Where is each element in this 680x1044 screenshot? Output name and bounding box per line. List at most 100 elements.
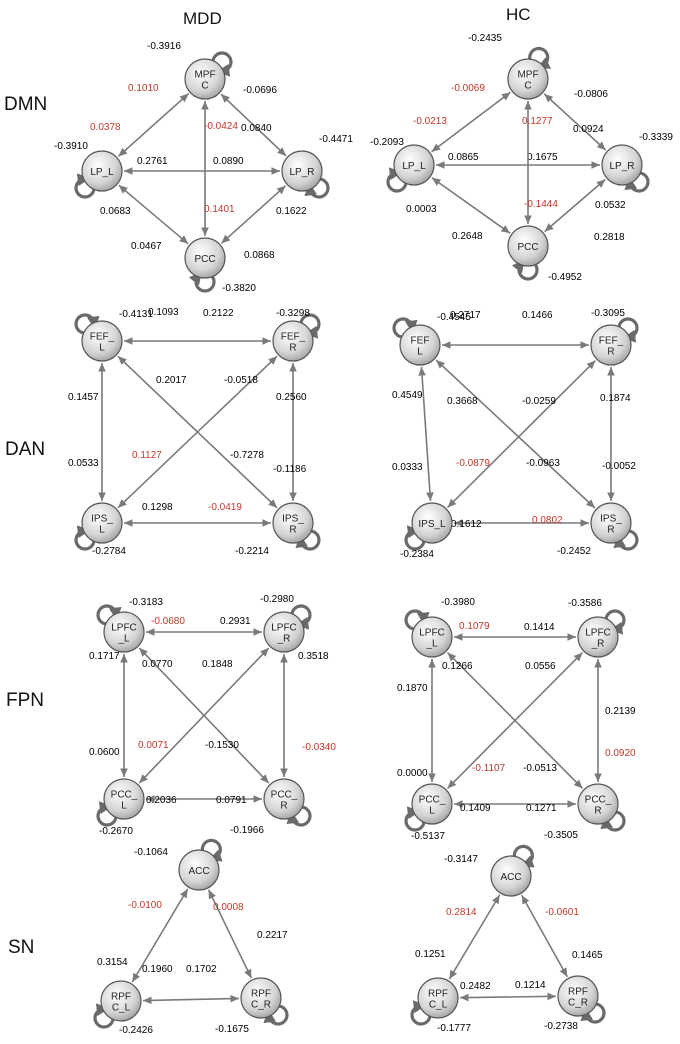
node-label: R xyxy=(607,525,614,536)
node-circle xyxy=(601,144,643,186)
edge-tr-bl xyxy=(138,647,270,784)
edge-weight-label: 0.1466 xyxy=(522,310,553,321)
edge-weight-label: 0.1622 xyxy=(276,206,307,217)
edge-weight-label: 0.1848 xyxy=(202,659,233,670)
edge-weight-label: 0.2017 xyxy=(156,375,187,386)
node-circle xyxy=(399,324,441,366)
edge-lpl-mpfc xyxy=(117,93,190,157)
node-circle xyxy=(81,150,123,192)
node-circle xyxy=(577,783,619,825)
node-label: LP_L xyxy=(402,161,426,172)
node-circle xyxy=(411,502,453,544)
node-label: IPS_ xyxy=(600,514,622,525)
self-loop-icon xyxy=(93,1003,115,1029)
node-label: RPF xyxy=(251,989,271,1000)
edge-weight-label: 0.1093 xyxy=(148,307,179,318)
edge-lpl-mpfc xyxy=(431,91,511,153)
node-label: R xyxy=(289,525,296,536)
group-title-hc: HC xyxy=(506,5,531,24)
self-loop-icon xyxy=(200,838,223,862)
edge-weight-label: 0.0865 xyxy=(448,152,479,163)
edge-weight-label: 0.1266 xyxy=(442,661,473,672)
node-br: PCC_R-0.3505 xyxy=(544,783,626,841)
edge-lpl-pcc xyxy=(118,184,189,245)
edge-weight-label: -0.0213 xyxy=(413,116,447,127)
node-label: R xyxy=(280,801,287,812)
self-weight-label: -0.1064 xyxy=(134,847,168,858)
edge-weight-label: 0.1298 xyxy=(142,502,173,513)
self-loop-icon xyxy=(96,604,122,626)
edge-weight-label: 0.2139 xyxy=(605,706,636,717)
node-circle xyxy=(81,320,123,362)
node-br: IPS_R-0.2214 xyxy=(235,502,321,557)
node-label: PCC xyxy=(517,242,538,253)
self-weight-label: -0.2452 xyxy=(557,546,591,557)
self-weight-label: -0.2980 xyxy=(260,594,294,605)
node-circle xyxy=(100,980,142,1022)
node-label: FEF_ xyxy=(599,336,624,347)
edge-weight-label: -0.0879 xyxy=(456,458,490,469)
self-loop-icon xyxy=(304,177,330,199)
self-loop-icon xyxy=(74,313,100,335)
node-label: PCC_ xyxy=(585,795,612,806)
node-label: C_L xyxy=(112,1003,131,1014)
edge-weight-label: 0.1717 xyxy=(89,651,120,662)
edge-weight-label: 0.0791 xyxy=(216,795,247,806)
node-pcc: PCC-0.3820 xyxy=(184,237,256,294)
node-label: LP_L xyxy=(90,167,114,178)
edge-weight-label: -0.0424 xyxy=(204,121,238,132)
edge-l-r xyxy=(459,992,557,1002)
node-label: L xyxy=(121,801,127,812)
node-label: LPFC xyxy=(111,623,137,634)
edge-weight-label: 0.1401 xyxy=(204,204,235,215)
self-weight-label: -0.3147 xyxy=(444,854,478,865)
node-label: RPF xyxy=(568,987,588,998)
edge-weight-label: 0.3668 xyxy=(447,396,478,407)
edge-weight-label: 0.0770 xyxy=(142,659,173,670)
self-weight-label: -0.2384 xyxy=(400,549,434,560)
node-acc: ACC-0.3147 xyxy=(444,844,535,897)
edge-weight-label: -0.0680 xyxy=(151,616,185,627)
edge-weight-label: -0.0259 xyxy=(522,396,556,407)
edge-tr-bl xyxy=(117,355,278,509)
edge-weight-label: 0.2814 xyxy=(446,907,477,918)
edge-lpl-pcc xyxy=(431,177,511,234)
node-label: C_R xyxy=(568,998,588,1009)
node-bl: IPS_L-0.2384 xyxy=(400,502,453,560)
node-label: MPF xyxy=(517,70,538,81)
self-weight-label: -0.2670 xyxy=(99,826,133,837)
edge-weight-label: -0.1530 xyxy=(205,740,239,751)
node-label: PCC_ xyxy=(419,795,446,806)
edge-weight-label: -0.0100 xyxy=(128,900,162,911)
node-lpl: LP_L -0.2093 xyxy=(370,137,435,193)
node-tr: LPFC_R-0.2980 xyxy=(260,594,312,653)
edge-weight-label: 0.0600 xyxy=(89,747,120,758)
self-weight-label: -0.3183 xyxy=(129,597,163,608)
node-label: L xyxy=(99,525,105,536)
edge-acc-r xyxy=(207,889,253,979)
edge-weight-label: -0.0963 xyxy=(526,458,560,469)
node-label: LPFC xyxy=(419,628,445,639)
self-weight-label: -0.2093 xyxy=(370,137,404,148)
node-label: _R xyxy=(591,639,605,650)
self-weight-label: -0.3980 xyxy=(441,597,475,608)
edge-weight-label: 0.1457 xyxy=(68,392,99,403)
node-circle xyxy=(557,975,599,1017)
network-label-fpn: FPN xyxy=(6,690,44,711)
edge-l-acc xyxy=(448,894,501,980)
self-loop-icon xyxy=(74,525,96,551)
edge-weight-label: 0.0868 xyxy=(244,250,275,261)
node-label: ACC xyxy=(188,866,209,877)
edge-weight-label: 0.1414 xyxy=(524,622,555,633)
self-loop-icon xyxy=(263,1004,289,1026)
network-label-dmn: DMN xyxy=(4,94,47,115)
edge-weight-label: -0.0806 xyxy=(574,89,608,100)
edge-weight-label: 0.4549 xyxy=(392,390,423,401)
edge-weight-label: 0.0890 xyxy=(213,156,244,167)
self-loop-icon xyxy=(613,529,639,551)
self-loop-icon xyxy=(617,317,639,343)
